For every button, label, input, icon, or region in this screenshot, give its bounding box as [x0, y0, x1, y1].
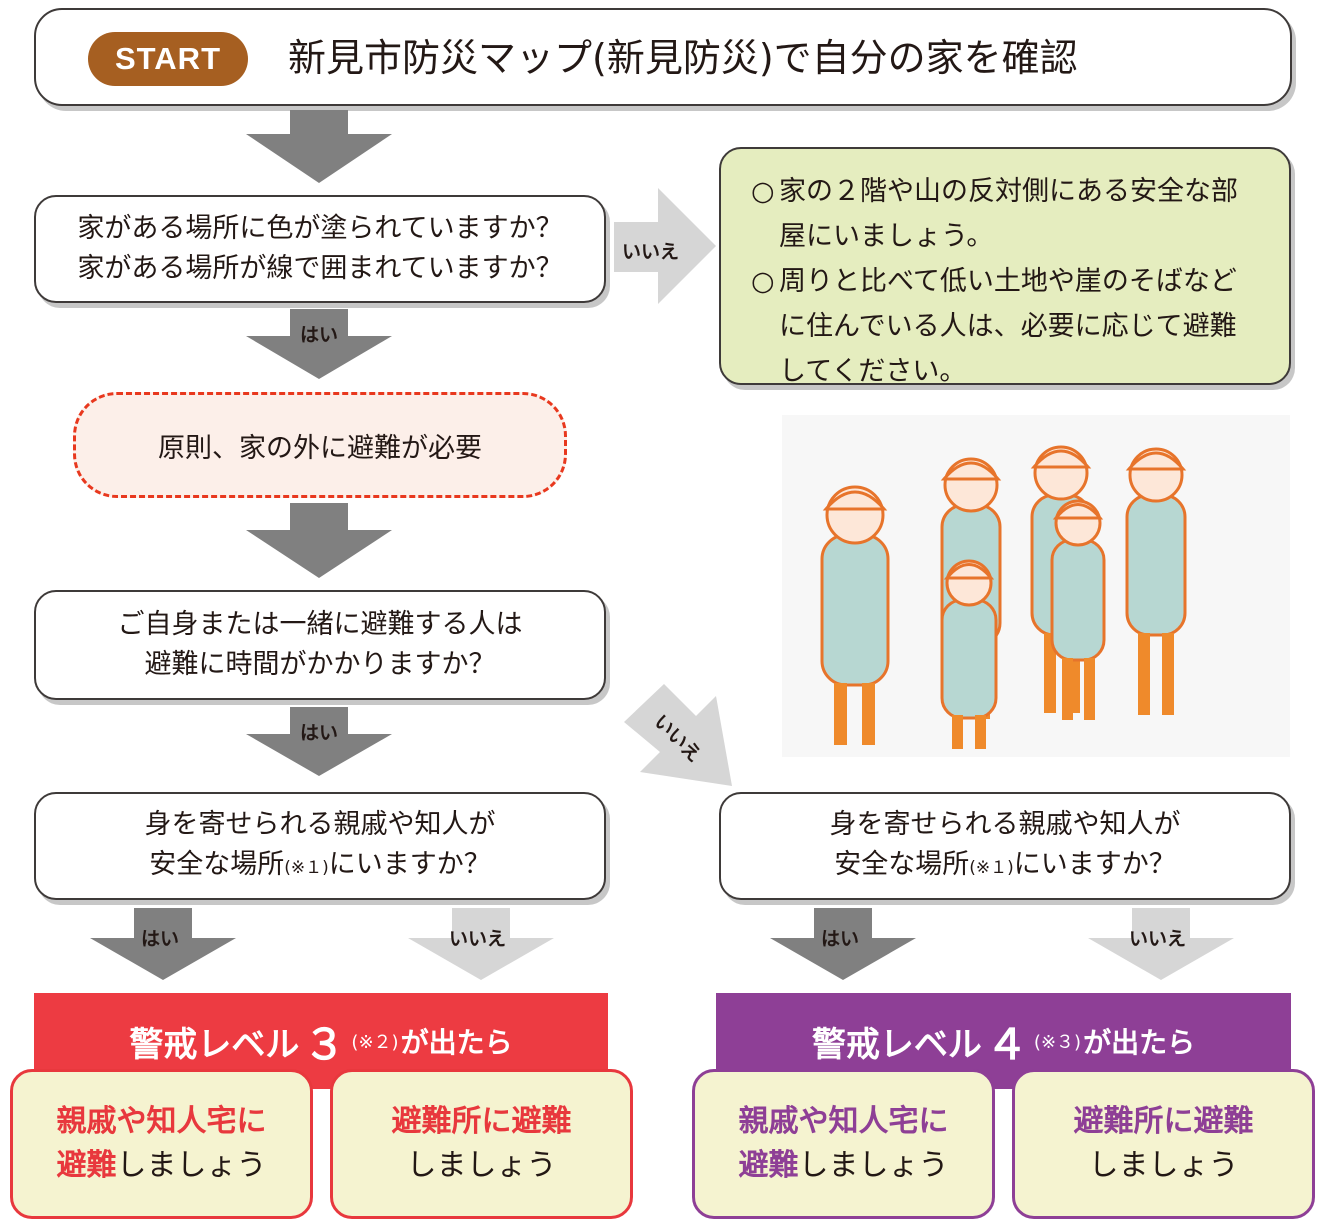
principle-box: 原則、家の外に避難が必要: [73, 392, 567, 498]
yes-label-3: はい: [141, 928, 180, 950]
stay-inside-text: 屋にいましょう。: [779, 221, 994, 252]
no-label-4: いいえ: [1129, 928, 1187, 950]
result-relatives-level-4: 親戚や知人宅に 避難しましょう: [692, 1069, 995, 1219]
question-3-line1: 身を寄せられる親戚や知人が: [829, 808, 1181, 840]
arrow-down-yes-4: [770, 908, 916, 980]
arrow-down-1: [246, 110, 392, 183]
question-1-line1: 家がある場所に色が塗られていますか？: [77, 213, 563, 244]
question-3-right-box: 身を寄せられる親戚や知人が 安全な場所(※１)にいますか？: [719, 792, 1291, 900]
arrow-down-2: [246, 503, 392, 578]
evacuee-figure: [940, 559, 998, 749]
arrow-down-no-4: [1088, 908, 1234, 980]
question-2-line1: ご自身または一緒に避難する人は: [117, 609, 523, 640]
start-badge: START: [88, 32, 248, 86]
arrow-down-no-3: [408, 908, 554, 980]
stay-inside-text: 家の２階や山の反対側にある安全な部: [779, 176, 1238, 207]
question-3-left-box: 身を寄せられる親戚や知人が 安全な場所(※１)にいますか？: [34, 792, 606, 900]
arrow-right-no-1: [614, 188, 716, 304]
arrow-diag-no: [624, 684, 732, 786]
question-1-line2: 家がある場所が線で囲まれていますか？: [77, 253, 563, 284]
question-2-line2: 避難に時間がかかりますか？: [144, 649, 496, 680]
evacuees-illustration: [782, 415, 1290, 757]
result-relatives-level-3: 親戚や知人宅に 避難しましょう: [10, 1069, 313, 1219]
stay-inside-item-1: ○ 家の２階や山の反対側にある安全な部 屋にいましょう。: [751, 169, 1267, 259]
yes-label-4: はい: [821, 928, 860, 950]
arrow-down-yes-3: [90, 908, 236, 980]
question-2-box: ご自身または一緒に避難する人は 避難に時間がかかりますか？: [34, 590, 606, 700]
question-1-box: 家がある場所に色が塗られていますか？ 家がある場所が線で囲まれていますか？: [34, 195, 606, 303]
stay-inside-item-2: ○ 周りと比べて低い土地や崖のそばなど に住んでいる人は、必要に応じて避難 して…: [751, 259, 1267, 394]
yes-label-1: はい: [300, 324, 339, 346]
no-label-1: いいえ: [622, 241, 680, 263]
circle-mark-icon: ○: [751, 176, 775, 207]
question-3-line2: 安全な場所(※１)にいますか？: [834, 848, 1176, 880]
stay-inside-box: ○ 家の２階や山の反対側にある安全な部 屋にいましょう。 ○ 周りと比べて低い土…: [719, 147, 1291, 387]
evacuee-figure: [820, 485, 890, 745]
circle-mark-icon: ○: [751, 266, 775, 297]
stay-inside-text: 周りと比べて低い土地や崖のそばなど: [779, 266, 1237, 297]
arrow-down-yes-2: [246, 707, 392, 776]
evacuee-figure: [1125, 447, 1187, 715]
evacuee-figure: [1050, 499, 1106, 720]
result-shelter-level-4: 避難所に避難 しましょう: [1012, 1069, 1315, 1219]
question-3-line2: 安全な場所(※１)にいますか？: [149, 848, 491, 880]
no-label-3: いいえ: [449, 928, 507, 950]
result-shelter-level-3: 避難所に避難 しましょう: [330, 1069, 633, 1219]
stay-inside-text: してください。: [779, 356, 967, 387]
principle-text: 原則、家の外に避難が必要: [158, 432, 482, 464]
stay-inside-text: に住んでいる人は、必要に応じて避難: [779, 311, 1237, 342]
yes-label-2: はい: [300, 722, 339, 744]
title-box: START 新見市防災マップ(新見防災)で自分の家を確認: [34, 8, 1292, 106]
arrow-down-yes-1: [246, 309, 392, 379]
page-title: 新見市防災マップ(新見防災)で自分の家を確認: [288, 36, 1078, 80]
question-3-line1: 身を寄せられる親戚や知人が: [144, 808, 496, 840]
